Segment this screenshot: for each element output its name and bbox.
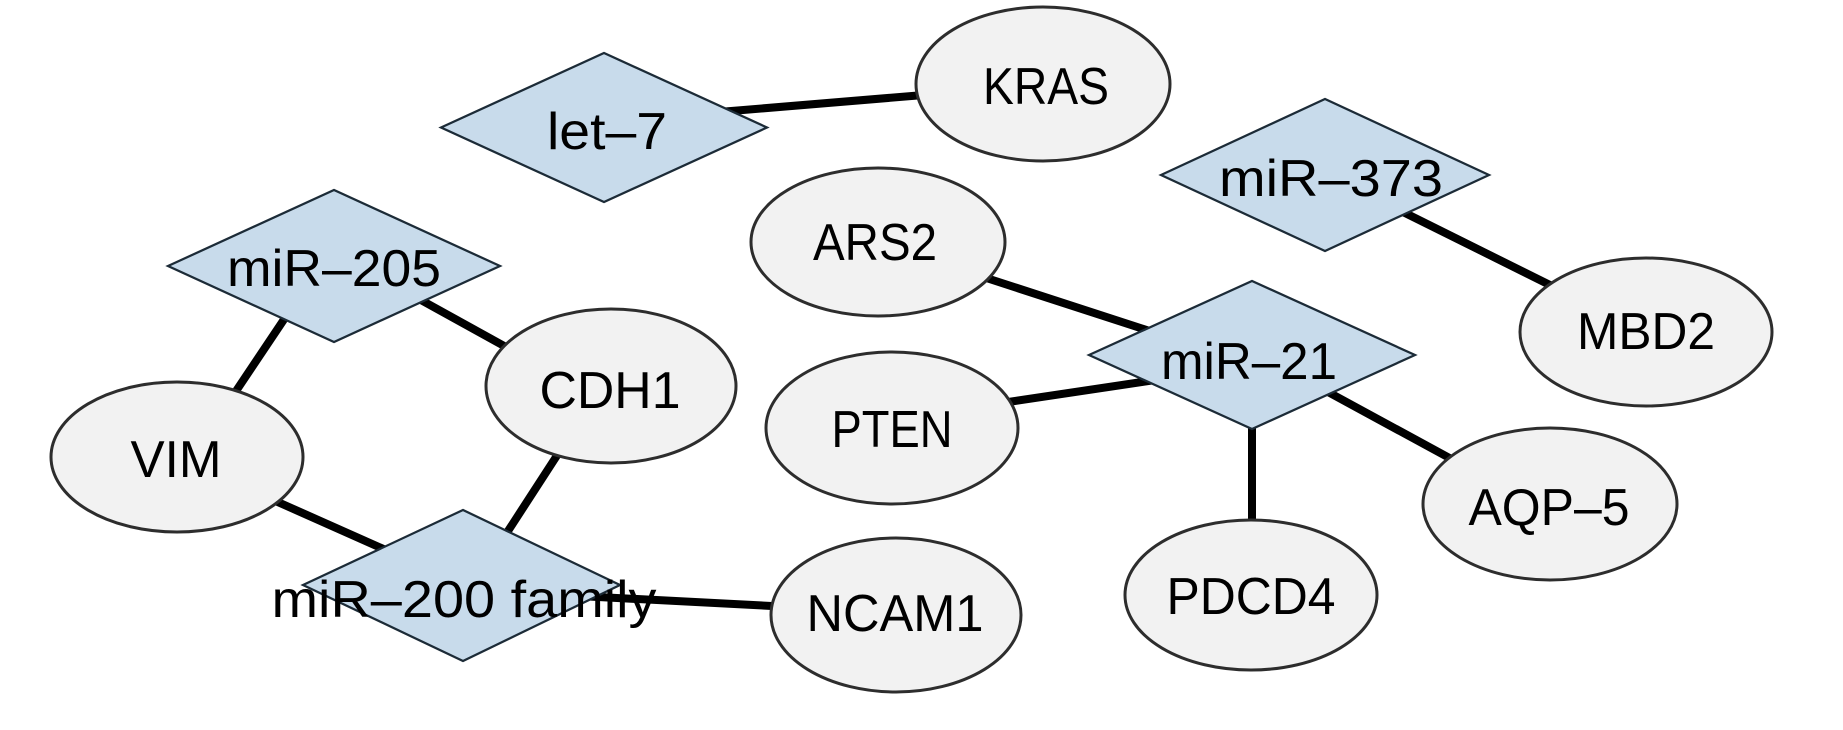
svg-text:AQP–5: AQP–5: [1469, 479, 1630, 537]
svg-text:PDCD4: PDCD4: [1167, 568, 1336, 626]
svg-text:miR–200 family: miR–200 family: [272, 571, 657, 629]
svg-text:let–7: let–7: [547, 103, 667, 161]
svg-text:miR–21: miR–21: [1161, 333, 1337, 391]
svg-text:ARS2: ARS2: [813, 214, 937, 272]
svg-text:miR–373: miR–373: [1219, 150, 1443, 208]
svg-text:PTEN: PTEN: [832, 401, 953, 459]
svg-text:MBD2: MBD2: [1577, 303, 1715, 361]
svg-text:CDH1: CDH1: [540, 362, 681, 420]
svg-text:VIM: VIM: [131, 431, 222, 489]
svg-text:NCAM1: NCAM1: [807, 585, 984, 643]
svg-text:miR–205: miR–205: [227, 240, 441, 298]
svg-text:KRAS: KRAS: [983, 58, 1109, 116]
